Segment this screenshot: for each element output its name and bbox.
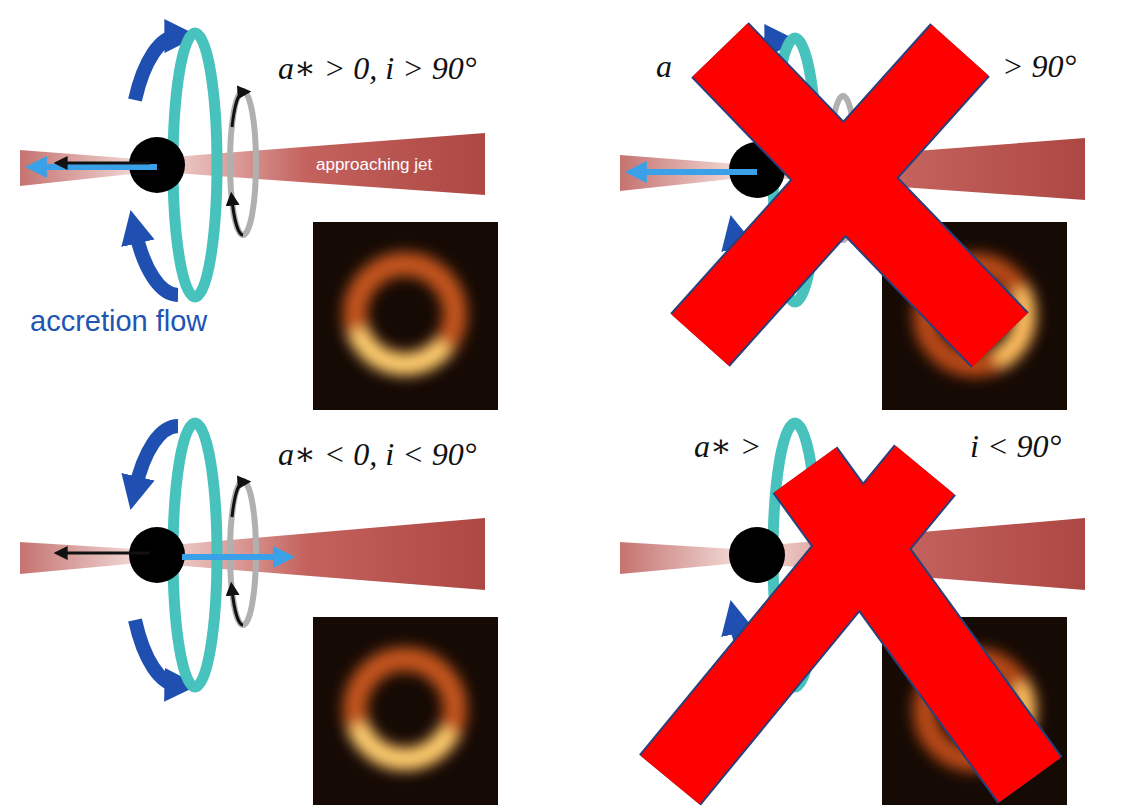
flow-label: accretion flow <box>30 305 207 338</box>
angular-momentum-arrow <box>182 554 282 560</box>
approaching-jet <box>160 133 485 195</box>
spin-arrow <box>232 590 243 625</box>
rejection-cross <box>670 470 1030 780</box>
spin-inclination-fragment: i < 90° <box>970 428 1061 465</box>
angular-momentum-arrow <box>638 169 757 175</box>
eht-image-inset <box>313 617 498 805</box>
spin-inclination-label: a∗ < 0, i < 90° <box>278 436 477 473</box>
spin-ring <box>230 481 256 625</box>
approaching-jet <box>160 518 485 590</box>
spin-arrow <box>232 92 243 127</box>
spin-inclination-fragment: a <box>656 48 672 85</box>
jet-label: approaching jet <box>316 155 432 175</box>
spin-ring <box>230 91 256 235</box>
spin-inclination-label: a∗ > 0, i > 90° <box>278 50 477 87</box>
spin-inclination-fragment: a∗ > <box>694 428 761 465</box>
spin-inclination-fragment: > 90° <box>1002 48 1076 85</box>
rejection-cross <box>700 50 1000 340</box>
angular-momentum-arrow <box>38 164 157 170</box>
spin-arrow <box>232 482 243 517</box>
black-hole <box>129 527 185 583</box>
spin-axis-arrow <box>62 162 150 165</box>
eht-image-inset <box>313 222 498 410</box>
spin-arrow <box>232 200 243 235</box>
spin-axis-arrow <box>62 552 150 555</box>
black-hole <box>729 527 785 583</box>
